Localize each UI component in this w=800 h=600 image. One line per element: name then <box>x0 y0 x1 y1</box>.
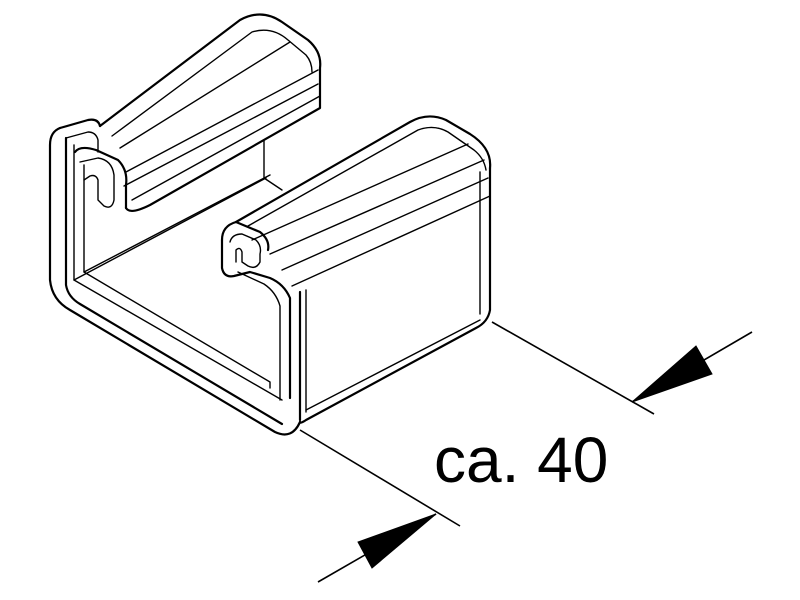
left-flange <box>98 13 322 212</box>
width-dimension: ca. 40 <box>299 321 753 583</box>
c-profile-outline <box>48 118 302 436</box>
extension-line-front <box>299 429 461 527</box>
dimension-label: ca. 40 <box>434 424 608 496</box>
base-lines <box>73 174 271 281</box>
extension-line-back <box>491 321 655 415</box>
arrow-head-lower <box>357 513 437 569</box>
arrow-head-upper <box>631 345 713 403</box>
right-flange <box>220 115 492 424</box>
